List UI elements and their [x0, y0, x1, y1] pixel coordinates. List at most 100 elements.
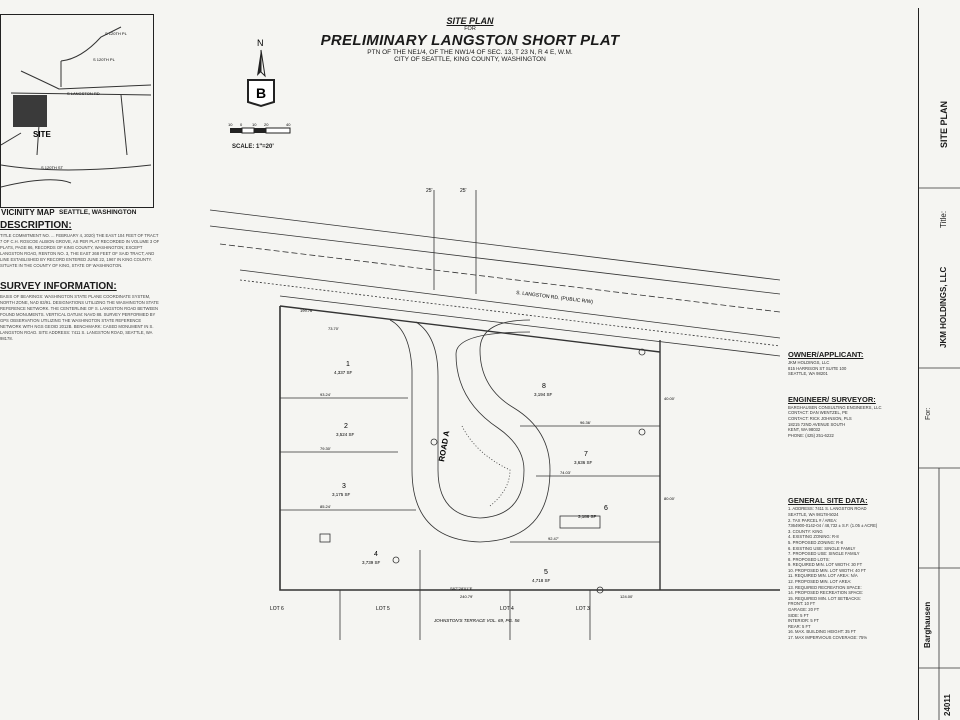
- lot-number: 2: [344, 423, 348, 430]
- project-title: PRELIMINARY LANGSTON SHORT PLAT: [320, 32, 620, 49]
- scale-tick: 0: [240, 122, 243, 127]
- site-data-line: 6. EXISTING USE: SINGLE FAMILY: [788, 545, 856, 551]
- engineer-line: PHONE: (425) 251-6222: [788, 432, 834, 438]
- road-label: S 120TH PL: [105, 31, 128, 36]
- adjacent-lot-label: LOT 6: [270, 606, 284, 612]
- vicinity-map: SITE S 120TH PL S 120TH PL S LANGSTON RD…: [0, 14, 154, 217]
- north-arrow-block: N B 10 0 10 20 40: [228, 38, 291, 134]
- north-arrow-icon: [257, 49, 266, 78]
- plat-reference: JOHNSTON'S TERRACE VOL. 69, PG. 56: [433, 618, 520, 623]
- adjacent-lot-label: LOT 4: [500, 606, 514, 612]
- scale-tick: 10: [252, 122, 257, 127]
- sheet-title: SITE PLAN: [939, 100, 949, 148]
- site-data-line: 1. ADDRESS: 7411 S. LANGSTON ROAD: [788, 506, 867, 512]
- scale-bar: 10 0 10 20 40: [228, 122, 291, 134]
- client-name: JKM HOLDINGS, LLC: [939, 266, 948, 348]
- site-data-line: 11. REQUIRED MIN. LOT AREA: N/A: [788, 573, 858, 579]
- lot-1: 1 4,337 SF: [334, 361, 353, 375]
- lot-area: 3,186 SF: [578, 514, 597, 519]
- lot-area: 3,524 SF: [336, 432, 355, 437]
- site-data-line: 2. TAX PARCEL # / AREA:: [788, 517, 838, 523]
- lot-number: 1: [346, 361, 350, 368]
- survey-information-heading: SURVEY INFORMATION:: [0, 281, 117, 292]
- dimension-label: 124.00': [620, 594, 633, 599]
- adjacent-lot-label: LOT 5: [376, 606, 390, 612]
- site-data-line: 15. REQUIRED MIN. LOT SETBACKS:: [788, 595, 861, 601]
- north-letter: N: [257, 38, 264, 48]
- site-data-line: 10. PROPOSED MIN. LOT WIDTH: 40 FT: [788, 567, 867, 573]
- site-data-line: REAR: 5 FT: [788, 623, 811, 629]
- project-info-column: OWNER/APPLICANT: JKM HOLDINGS, LLC 815 H…: [788, 344, 914, 641]
- lot-area: 3,175 SF: [332, 492, 351, 497]
- sheet-label: SITE PLAN: [446, 16, 494, 26]
- lot-4: 4 3,739 SF: [362, 551, 381, 565]
- dimension-label: 92.47': [548, 536, 559, 541]
- site-data-line: 7. PROPOSED USE: SINGLE FAMILY: [788, 551, 860, 557]
- dimension-labels: 73.70' 93.24' 79.30' 85.24' 96.36' 74.03…: [300, 308, 675, 599]
- lot-5: 5 4,718 SF: [532, 569, 551, 583]
- dimension-label: 199.76': [300, 308, 313, 313]
- road-a-label: ROAD A: [437, 430, 451, 463]
- site-data-line: 13. REQUIRED RECREATION SPACE:: [788, 584, 862, 590]
- dimension-label: 73.70': [328, 326, 339, 331]
- dimension-label: 85.24': [320, 504, 331, 509]
- owner-heading: OWNER/APPLICANT:: [788, 350, 864, 359]
- svg-text:B: B: [256, 85, 266, 101]
- site-label: SITE: [33, 130, 51, 139]
- engineer-line: CONTACT: RICK JOHNSON, PLS: [788, 415, 852, 421]
- dimension-label: 96.36': [580, 420, 591, 425]
- road-label: S 120TH PL: [93, 57, 116, 62]
- lot-number: 7: [584, 451, 588, 458]
- firm-name: Barghausen: [923, 601, 932, 648]
- title-block-title-label: Title:: [939, 210, 948, 228]
- dimension-label: 240.79': [460, 594, 473, 599]
- city-county: CITY OF SEATTLE, KING COUNTY, WASHINGTON: [394, 56, 546, 63]
- site-data-line: 4. EXISTING ZONING: R-8: [788, 534, 839, 540]
- dimension-label: 25': [426, 188, 433, 194]
- lot-7: 7 3,636 SF: [574, 451, 593, 465]
- lot-6: 6 3,186 SF: [578, 505, 608, 519]
- site-data-line: 9. REQUIRED MIN. LOT WIDTH: 30 FT: [788, 562, 863, 568]
- site-marker: [13, 95, 47, 127]
- owner-line: 815 HARRISON ST SUITE 100: [788, 365, 847, 371]
- lot-number: 5: [544, 569, 548, 576]
- site-data-line: 7364900-0142-04 / 48,732 ± S.F. (1.05 ± …: [788, 523, 878, 529]
- lot-3: 3 3,175 SF: [332, 483, 351, 497]
- site-data-line: GARAGE: 20 FT: [788, 607, 820, 613]
- engineer-line: KENT, WA 98032: [788, 427, 821, 433]
- title-block-for-label: For:: [925, 407, 932, 420]
- site-data-line: FRONT: 10 FT: [788, 601, 816, 607]
- header-for: FOR: [464, 26, 476, 32]
- scale-tick: 40: [286, 122, 291, 127]
- site-data-line: 3. COUNTY: KING: [788, 528, 823, 534]
- adjacent-lots: LOT 6 LOT 5 LOT 4 LOT 3: [270, 606, 590, 612]
- owner-line: SEATTLE, WA 98201: [788, 371, 828, 377]
- site-data-line: SEATTLE, WA 98178-5024: [788, 511, 839, 517]
- scale-label: SCALE: 1"=20': [232, 144, 274, 150]
- firm-logo-icon: B: [247, 79, 275, 108]
- site-data-line: SIDE: 5 FT: [788, 612, 809, 618]
- lot-area: 3,739 SF: [362, 560, 381, 565]
- lot-area: 3,194 SF: [534, 392, 553, 397]
- lot-area: 4,337 SF: [334, 370, 353, 375]
- scale-tick: 20: [264, 122, 269, 127]
- site-data-line: 12. PROPOSED MIN. LOT AREA:: [788, 579, 852, 585]
- dimension-label: 80.00': [664, 496, 675, 501]
- lot-number: 4: [374, 551, 378, 558]
- owner-line: JKM HOLDINGS, LLC: [788, 360, 830, 365]
- lot-2: 2 3,524 SF: [336, 423, 355, 437]
- site-data-line: 16. MAX. BUILDING HEIGHT: 35 FT: [788, 629, 856, 635]
- notes-column: DESCRIPTION: TITLE COMMITMENT NO. ... FE…: [0, 214, 160, 654]
- lot-number: 3: [342, 483, 346, 490]
- street-label: S. LANGSTON RD. (PUBLIC R/W): [516, 290, 594, 305]
- engineer-line: CONTACT: DAN WENTZEL, PE: [788, 410, 848, 416]
- vicinity-map-title: VICINITY MAP: [1, 208, 55, 217]
- dimension-label: 93.24': [320, 392, 331, 397]
- title-block: SITE PLAN Title: JKM HOLDINGS, LLC For: …: [918, 8, 960, 720]
- legal-description-heading: DESCRIPTION:: [0, 220, 72, 231]
- job-number: 24011: [943, 694, 952, 716]
- engineer-line: BARGHAUSEN CONSULTING ENGINEERS, LLC: [788, 404, 882, 410]
- dimension-label: 74.03': [560, 470, 571, 475]
- survey-information-text: BASIS OF BEARINGS: WASHINGTON STATE PLAN…: [0, 294, 159, 341]
